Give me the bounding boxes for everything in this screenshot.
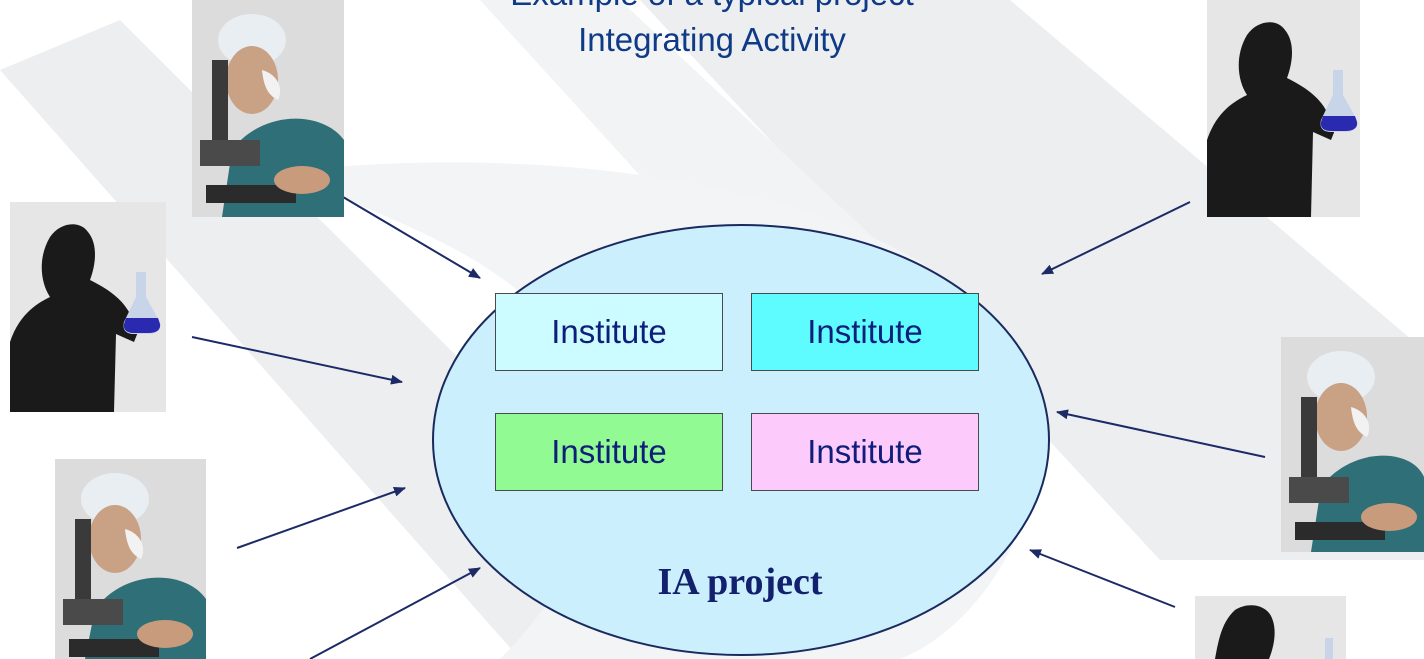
connector-arrow xyxy=(236,486,406,549)
scientist-microscope-photo xyxy=(1281,337,1424,552)
connector-arrow xyxy=(1029,549,1176,608)
slide-title-partial: Example of a typical project xyxy=(0,0,1424,14)
project-label: IA project xyxy=(657,561,823,603)
slide-title: Integrating Activity xyxy=(578,21,846,58)
scientist-flask-photo xyxy=(1195,596,1346,659)
institute-label: Institute xyxy=(807,433,923,470)
institute-label: Institute xyxy=(551,313,667,350)
scientist-flask-photo xyxy=(10,202,166,412)
connector-arrow xyxy=(309,567,481,659)
connector-arrow xyxy=(1041,201,1191,275)
scientist-microscope-photo xyxy=(192,0,344,217)
institute-box: Institute xyxy=(495,413,723,491)
institute-label: Institute xyxy=(551,433,667,470)
institute-box: Institute xyxy=(751,413,979,491)
connector-arrow xyxy=(342,196,481,279)
institute-box: Institute xyxy=(751,293,979,371)
institute-box: Institute xyxy=(495,293,723,371)
scientist-microscope-photo xyxy=(55,459,206,659)
connector-arrow xyxy=(191,336,403,385)
scientist-flask-photo xyxy=(1207,0,1360,217)
connector-arrow xyxy=(1056,409,1266,458)
institute-label: Institute xyxy=(807,313,923,350)
